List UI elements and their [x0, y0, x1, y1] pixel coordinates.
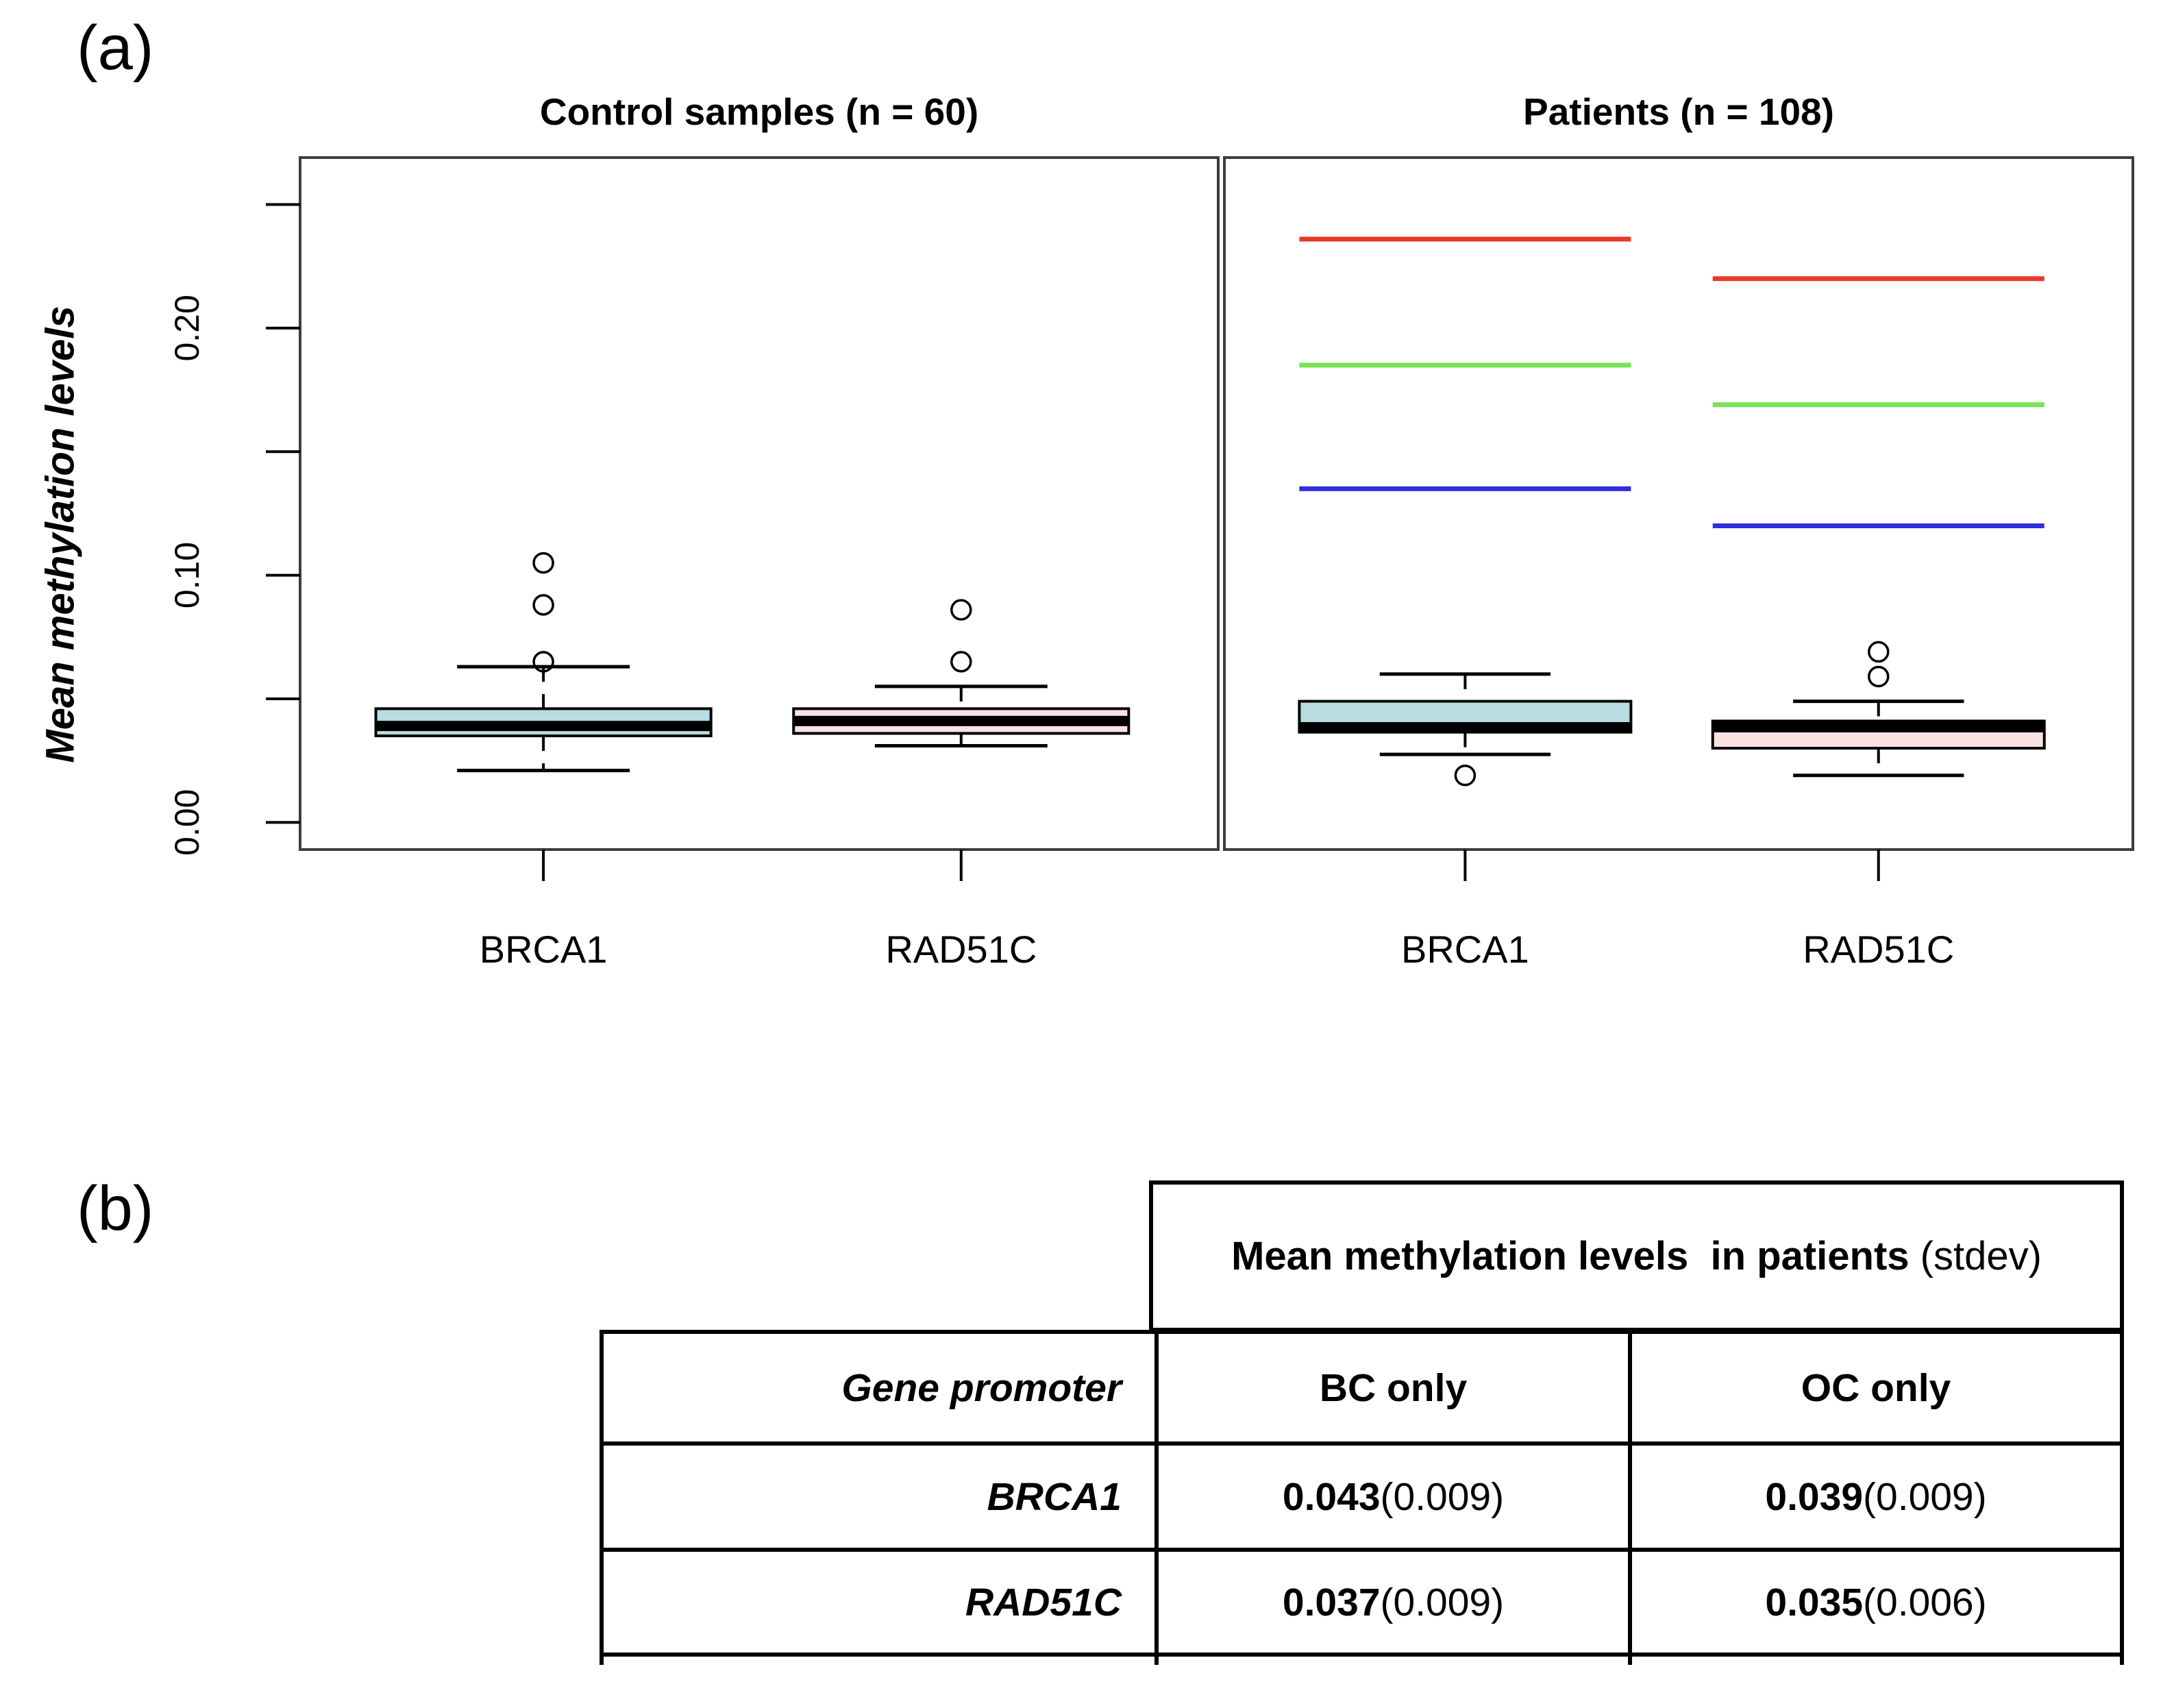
value-brca1-oc: 0.039 — [1765, 1474, 1864, 1519]
methylation-table: Gene promoter BC only OC only BRCA1 0.04… — [600, 1330, 2124, 1657]
y-tick-label: 0.10 — [168, 542, 206, 608]
outlier-point — [532, 552, 554, 574]
panel-a-label: (a) — [77, 13, 154, 83]
category-label: RAD51C — [1803, 928, 1954, 971]
table-header-cell: Mean methylation levels in patients (std… — [1149, 1180, 2124, 1332]
stdev-brca1-bc: (0.009) — [1380, 1474, 1505, 1519]
value-brca1-bc: 0.043 — [1282, 1474, 1381, 1519]
table-border-stub — [2120, 1657, 2124, 1665]
value-rad51c-bc: 0.037 — [1282, 1580, 1381, 1624]
table-border-stub — [600, 1657, 604, 1665]
stdev-rad51c-bc: (0.009) — [1380, 1580, 1505, 1624]
outlier-point — [950, 599, 972, 621]
panel-border — [1223, 156, 2134, 851]
row-label-rad51c: RAD51C — [604, 1548, 1154, 1653]
outlier-point — [532, 651, 554, 673]
patients-boxplot: Patients (n = 108) BRCA1 RAD51C — [1223, 90, 2134, 971]
table-cell-brca1-bc: 0.043 (0.009) — [1154, 1441, 1628, 1548]
y-axis-title: Mean methylation levels — [38, 306, 83, 763]
table-cell-rad51c-oc: 0.035 (0.006) — [1628, 1548, 2120, 1653]
table-border-stub — [1628, 1657, 1632, 1665]
outlier-point — [950, 651, 972, 673]
table-cell-brca1-oc: 0.039 (0.009) — [1628, 1441, 2120, 1548]
y-tick-label: 0.00 — [168, 789, 206, 856]
category-label: RAD51C — [885, 928, 1037, 971]
outlier-point — [532, 594, 554, 616]
outlier-point — [1867, 665, 1890, 688]
category-label: BRCA1 — [1401, 928, 1529, 971]
table-header-note: (stdev) — [1909, 1234, 2042, 1278]
row-label-brca1: BRCA1 — [604, 1441, 1154, 1548]
column-header-oc-only: OC only — [1628, 1334, 2120, 1441]
value-rad51c-oc: 0.035 — [1765, 1580, 1864, 1624]
panel-border — [299, 156, 1220, 851]
table-cell-rad51c-bc: 0.037 (0.009) — [1154, 1548, 1628, 1653]
column-header-gene-promoter: Gene promoter — [841, 1365, 1122, 1410]
y-tick-label: 0.20 — [168, 295, 206, 361]
control-samples-boxplot: Control samples (n = 60) 0.00 0.10 0.20BRCA… — [168, 90, 1220, 971]
table-border-stub — [1154, 1657, 1159, 1665]
stdev-brca1-oc: (0.009) — [1863, 1474, 1987, 1519]
panel-b-label: (b) — [77, 1174, 154, 1243]
panel-title: Control samples (n = 60) — [540, 90, 978, 133]
panel-title: Patients (n = 108) — [1523, 90, 1834, 133]
outlier-point — [1454, 765, 1477, 787]
stdev-rad51c-oc: (0.006) — [1863, 1580, 1987, 1624]
category-label: BRCA1 — [480, 928, 608, 971]
column-header-bc-only: BC only — [1154, 1334, 1628, 1441]
table-header-title: Mean methylation levels in patients — [1231, 1234, 1910, 1278]
outlier-point — [1867, 641, 1890, 663]
